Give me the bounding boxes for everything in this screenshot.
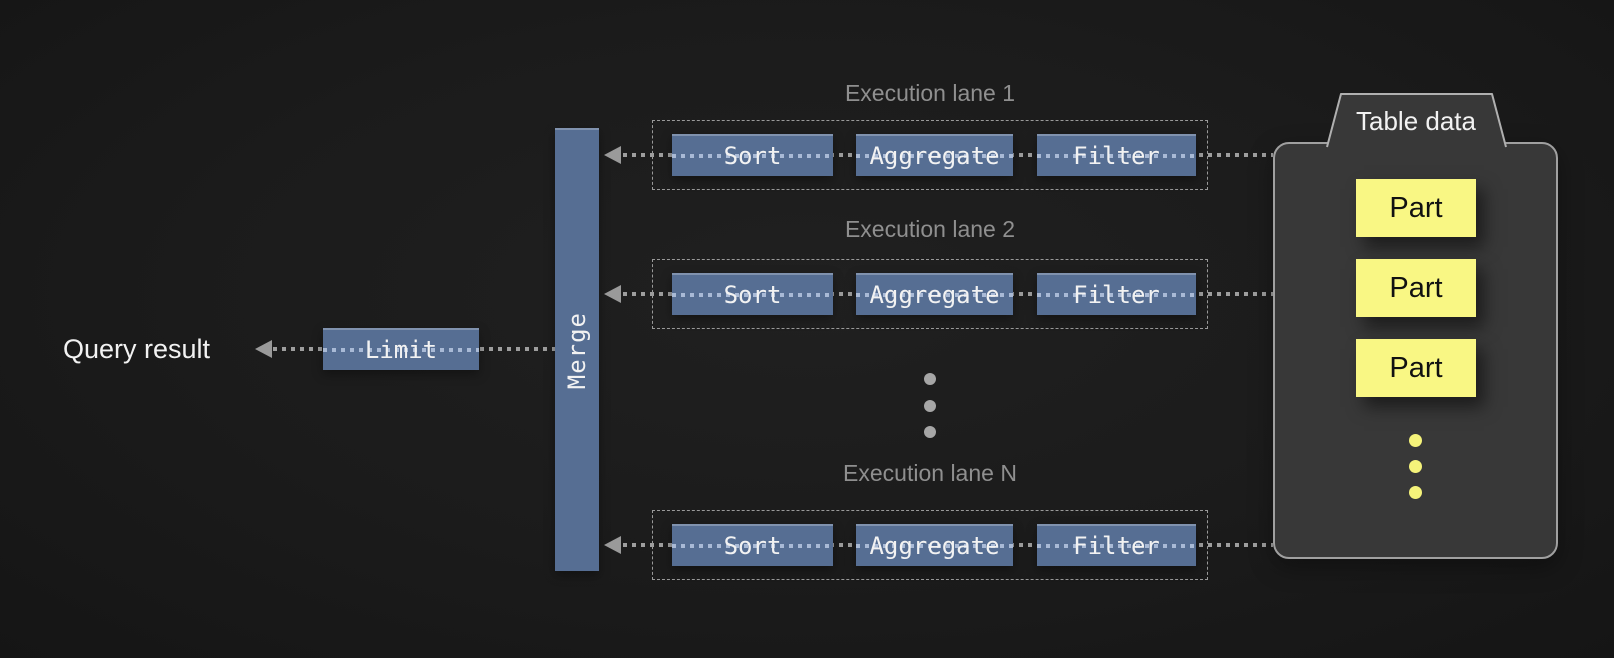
limit-node: Limit: [323, 328, 479, 370]
aggregate-label: Aggregate: [869, 142, 1000, 170]
node-dotted-overlay: [856, 293, 1013, 297]
execution-lane-box: [652, 510, 1208, 580]
execution-lane-title: Execution lane 1: [844, 80, 1016, 106]
aggregate-label: Aggregate: [869, 281, 1000, 309]
parts-ellipsis-dot: [1409, 486, 1422, 499]
op-node-filter: Filter: [1037, 273, 1196, 315]
table-data-title: Table data: [1356, 106, 1476, 136]
node-dotted-overlay: [1037, 544, 1196, 548]
op-node-aggregate: Aggregate: [856, 524, 1013, 566]
node-dotted-overlay: [856, 154, 1013, 158]
part-node: Part: [1356, 179, 1476, 237]
op-node-sort: Sort: [672, 134, 833, 176]
merge-bar: Merge: [555, 128, 599, 571]
node-dotted-overlay: [323, 348, 479, 352]
parts-ellipsis-dot: [1409, 434, 1422, 447]
sort-label: Sort: [723, 142, 782, 170]
arrowhead-left-icon: [604, 146, 621, 164]
node-dotted-overlay: [856, 544, 1013, 548]
arrowhead-left-icon: [255, 340, 272, 358]
aggregate-label: Aggregate: [869, 532, 1000, 560]
part-label: Part: [1389, 191, 1443, 224]
filter-label: Filter: [1073, 142, 1160, 170]
op-node-filter: Filter: [1037, 524, 1196, 566]
filter-label: Filter: [1073, 532, 1160, 560]
op-node-aggregate: Aggregate: [856, 134, 1013, 176]
lanes-ellipsis-dot: [924, 400, 936, 412]
execution-lane-box: [652, 259, 1208, 329]
node-dotted-overlay: [672, 154, 833, 158]
arrowhead-left-icon: [604, 536, 621, 554]
sort-label: Sort: [723, 281, 782, 309]
execution-lane-title: Execution lane N: [843, 460, 1017, 486]
node-dotted-overlay: [1037, 154, 1196, 158]
part-node: Part: [1356, 339, 1476, 397]
op-node-aggregate: Aggregate: [856, 273, 1013, 315]
table-data-tab: [1326, 93, 1507, 148]
parts-ellipsis-dot: [1409, 460, 1422, 473]
node-dotted-overlay: [1037, 293, 1196, 297]
part-node: Part: [1356, 259, 1476, 317]
op-node-filter: Filter: [1037, 134, 1196, 176]
lanes-ellipsis-dot: [924, 426, 936, 438]
execution-lane-title: Execution lane 2: [844, 216, 1016, 242]
limit-label: Limit: [364, 336, 438, 364]
sort-label: Sort: [723, 532, 782, 560]
node-dotted-overlay: [672, 293, 833, 297]
node-dotted-overlay: [672, 544, 833, 548]
filter-label: Filter: [1073, 281, 1160, 309]
op-node-sort: Sort: [672, 273, 833, 315]
arrowhead-left-icon: [604, 285, 621, 303]
part-label: Part: [1389, 351, 1443, 384]
merge-label: Merge: [563, 311, 591, 390]
op-node-sort: Sort: [672, 524, 833, 566]
query-result-label: Query result: [63, 334, 211, 364]
part-label: Part: [1389, 271, 1443, 304]
lanes-ellipsis-dot: [924, 373, 936, 385]
execution-lane-box: [652, 120, 1208, 190]
